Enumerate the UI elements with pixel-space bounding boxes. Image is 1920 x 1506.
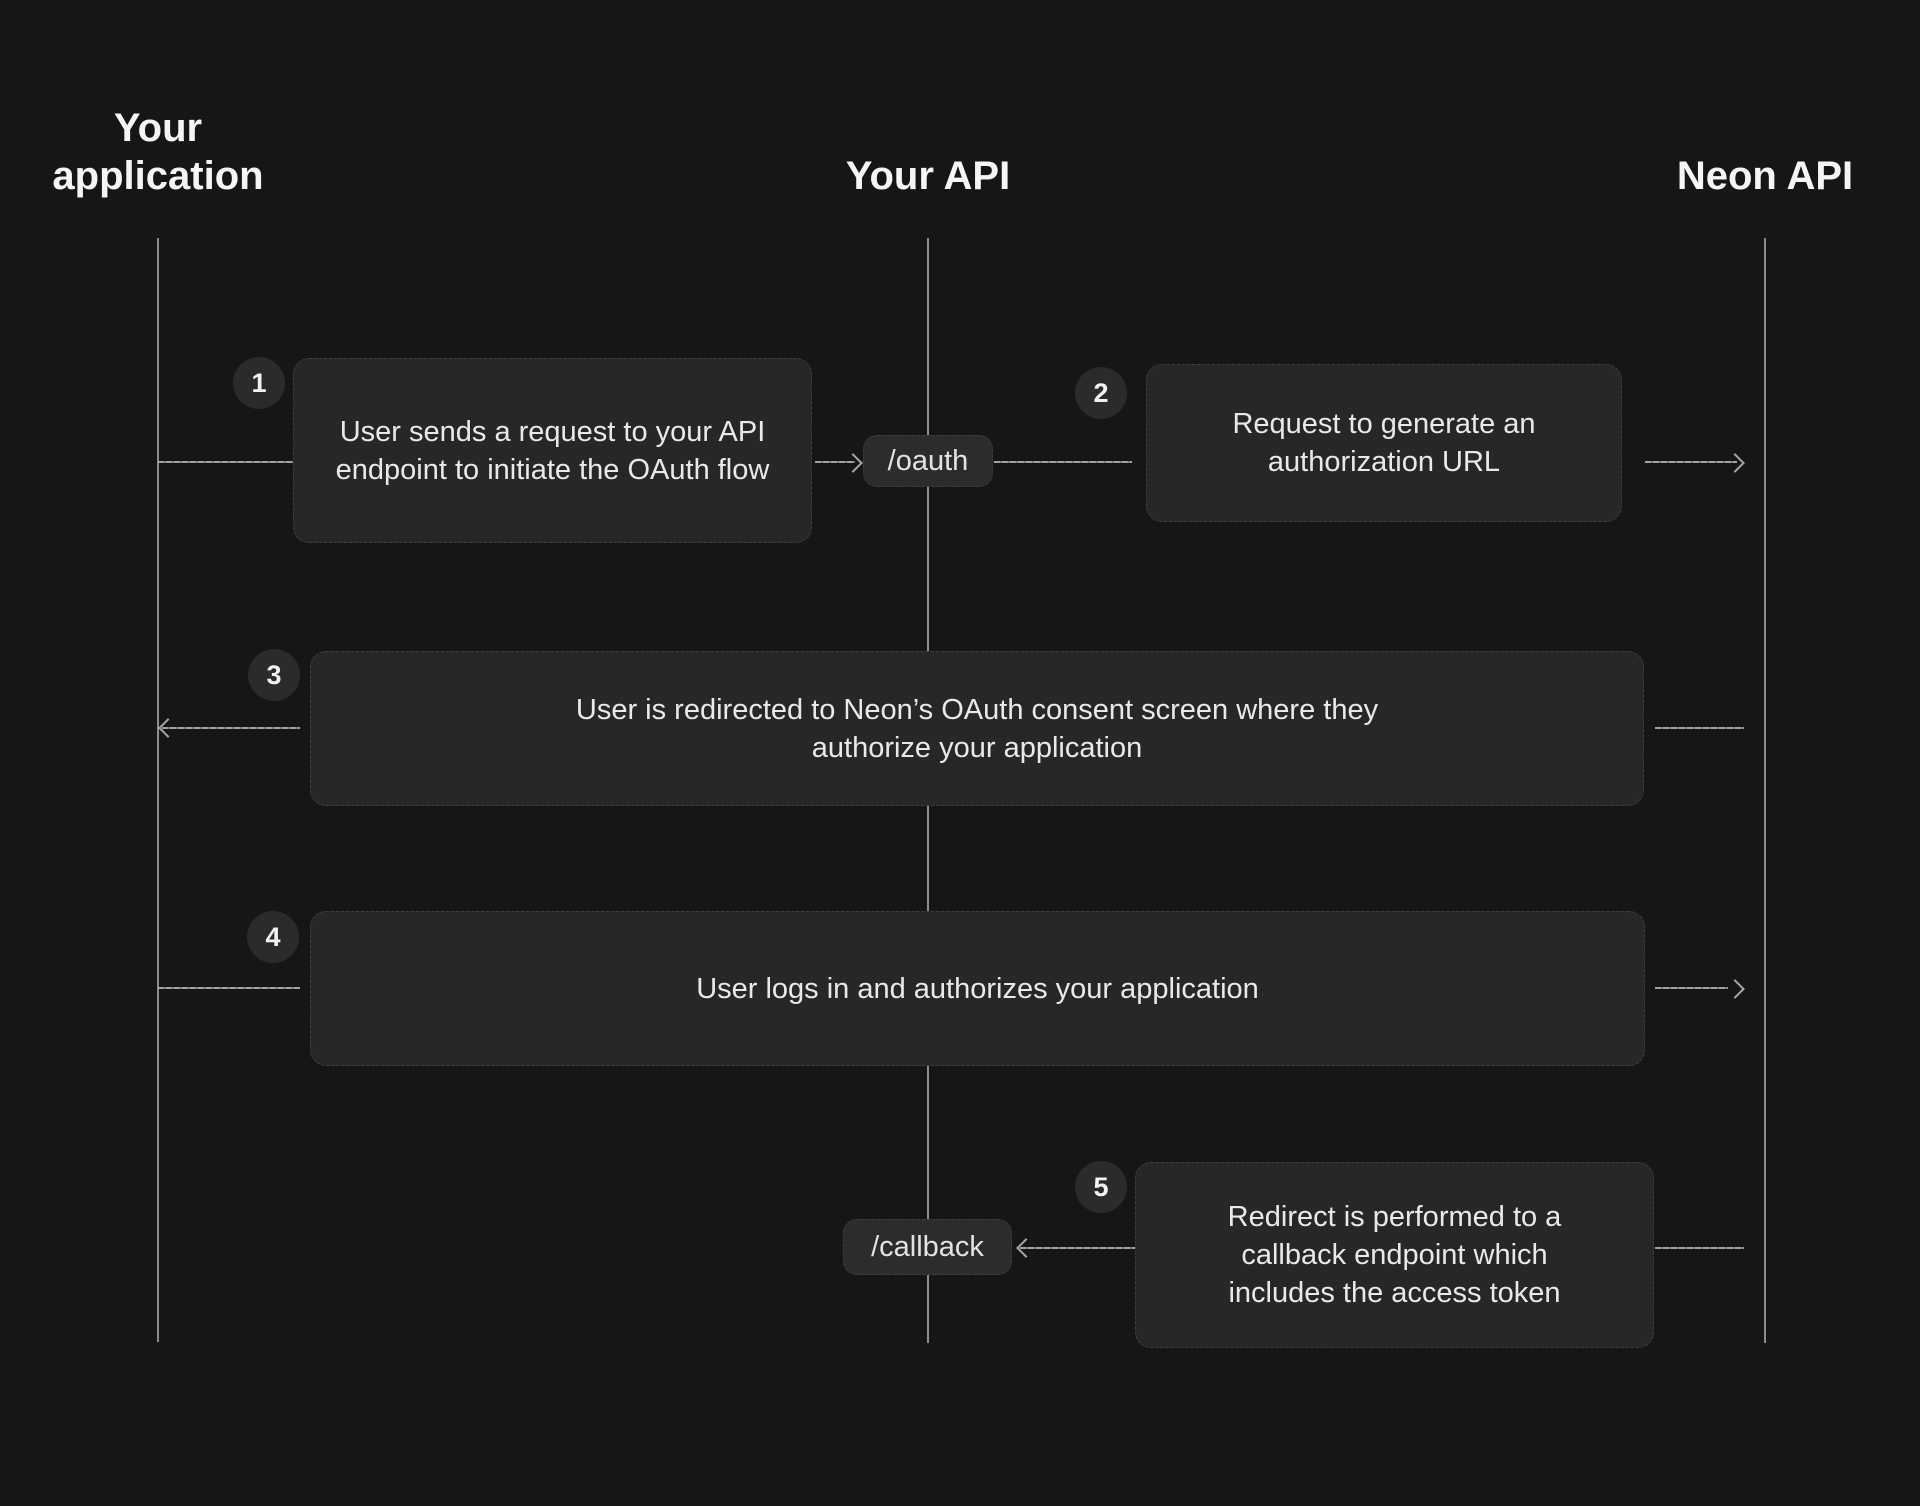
message-line-step1-to-oauth [815, 461, 855, 463]
step-badge-5: 5 [1075, 1161, 1127, 1213]
lifeline-neon-api [1764, 238, 1766, 1343]
message-line-step1-left [158, 461, 293, 463]
endpoint-pill-callback: /callback [843, 1219, 1012, 1275]
endpoint-label-callback: /callback [871, 1230, 984, 1263]
message-line-step4-to-neon [1655, 987, 1728, 989]
step-box-4: User logs in and authorizes your applica… [310, 911, 1645, 1066]
message-line-step4-left [158, 987, 300, 989]
step-box-1: User sends a request to your API endpoin… [293, 358, 812, 543]
arrowhead-right-icon [1725, 453, 1745, 473]
arrowhead-right-icon [1725, 979, 1745, 999]
step-badge-3: 3 [248, 649, 300, 701]
step-badge-2: 2 [1075, 367, 1127, 419]
step-text-4: User logs in and authorizes your applica… [696, 972, 1259, 1005]
step-text-1: User sends a request to your API endpoin… [335, 415, 770, 486]
actor-neon-api: Neon API [1676, 154, 1854, 198]
step-badge-1: 1 [233, 357, 285, 409]
actor-your-api: Your API [845, 154, 1011, 198]
message-line-step2-to-neon [1645, 461, 1737, 463]
actor-your-application: Your application [52, 106, 264, 198]
message-line-oauth-to-step2 [994, 461, 1132, 463]
lifeline-your-application [157, 238, 159, 1342]
step-box-2: Request to generate an authorization URL [1146, 364, 1622, 522]
message-line-step3-left [162, 727, 300, 729]
endpoint-label-oauth: /oauth [887, 444, 969, 477]
step-text-5: Redirect is performed to a callback endp… [1227, 1201, 1562, 1309]
step-text-3: User is redirected to Neon’s OAuth conse… [575, 693, 1379, 764]
message-line-callback-to-step5 [1020, 1247, 1135, 1249]
step-badge-4: 4 [247, 911, 299, 963]
message-line-step5-right [1655, 1247, 1744, 1249]
arrowhead-right-icon [843, 453, 863, 473]
message-line-step3-right [1655, 727, 1744, 729]
step-box-5: Redirect is performed to a callback endp… [1135, 1162, 1654, 1348]
endpoint-pill-oauth: /oauth [863, 435, 993, 487]
step-text-2: Request to generate an authorization URL [1232, 408, 1536, 478]
step-box-3: User is redirected to Neon’s OAuth conse… [310, 651, 1644, 806]
